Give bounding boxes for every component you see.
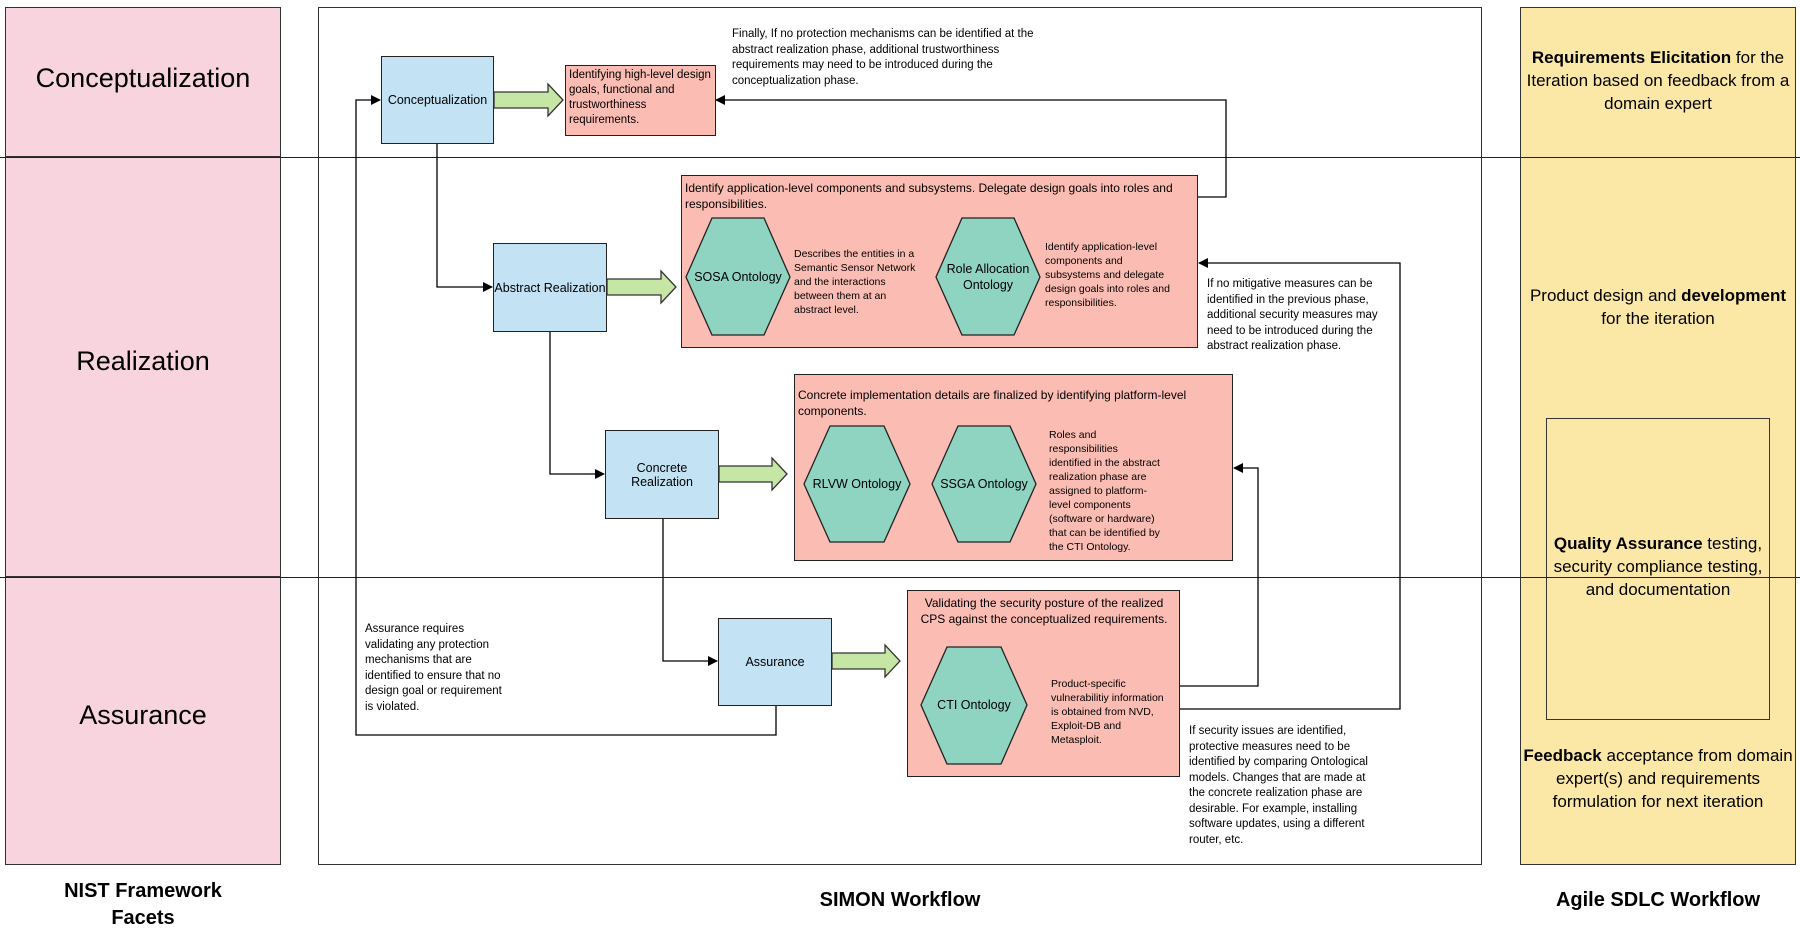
qa-frame — [1546, 418, 1770, 720]
ssga-ontology-label: SSGA Ontology — [940, 477, 1028, 491]
conceptualization-goals-box: Identifying high-level design goals, fun… — [565, 65, 716, 136]
cti-description: Product-specific vulnerabilitiy informat… — [1051, 678, 1164, 746]
agile-design-pre: Product design and — [1529, 286, 1682, 305]
step-conceptualization: Conceptualization — [381, 56, 494, 144]
agile-requirements-text: Requirements Elicitation for the Iterati… — [1522, 46, 1794, 115]
agile-column-panel — [1520, 7, 1796, 865]
flow-assurance-to-concrete — [1180, 463, 1259, 687]
step-concrete-realization: Concrete Realization — [605, 430, 719, 519]
agile-qa-text: Quality Assurance testing, security comp… — [1550, 532, 1766, 601]
simon-footer: SIMON Workflow — [819, 889, 981, 911]
note-security-issues: If security issues are identified, prote… — [1189, 725, 1368, 846]
abstract-header-text: Identify application-level components an… — [685, 181, 1173, 211]
assurance-header-text: Validating the security posture of the r… — [920, 596, 1168, 626]
phase-divider-bottom — [0, 577, 1800, 578]
arrow-assurance — [831, 643, 901, 679]
facet-conceptualization-panel: Conceptualization — [5, 7, 281, 157]
facet-conceptualization-label: Conceptualization — [35, 63, 251, 93]
role-allocation-ontology-label: Role Allocation Ontology — [946, 262, 1030, 292]
agile-qa-rest: testing, security compliance testing, an… — [1553, 534, 1763, 599]
agile-design-rest: for the iteration — [1601, 309, 1715, 328]
role-allocation-description: Identify application-level components an… — [1045, 241, 1170, 309]
note-mitigative: If no mitigative measures can be identif… — [1207, 278, 1378, 352]
note-assurance-requirements: Assurance requires validating any protec… — [365, 623, 502, 713]
sosa-description: Describes the entities in a Semantic Sen… — [794, 248, 916, 316]
agile-feedback-bold: Feedback — [1523, 746, 1602, 765]
facet-realization-panel: Realization — [5, 157, 281, 577]
concrete-description: Roles and responsibilities identified in… — [1049, 429, 1160, 553]
flow-concrete-to-assurance — [662, 519, 718, 666]
phase-divider-top — [0, 157, 1800, 158]
agile-footer: Agile SDLC Workflow — [1555, 889, 1761, 911]
flow-conceptualization-to-abstract — [436, 144, 493, 292]
agile-requirements-bold: Requirements Elicitation — [1531, 48, 1732, 67]
agile-feedback-text: Feedback acceptance from domain expert(s… — [1522, 744, 1794, 813]
agile-design-bold: development — [1681, 286, 1787, 305]
concrete-header-text: Concrete implementation details are fina… — [798, 388, 1187, 418]
facet-realization-label: Realization — [76, 346, 210, 376]
flow-abstract-to-concrete — [549, 332, 605, 479]
note-finally: Finally, If no protection mechanisms can… — [732, 28, 1034, 87]
rlvw-ontology-label: RLVW Ontology — [812, 477, 902, 491]
cti-ontology-label: CTI Ontology — [937, 698, 1011, 712]
facet-assurance-panel: Assurance — [5, 577, 281, 865]
agile-feedback-rest: acceptance from domain expert(s) and req… — [1552, 746, 1793, 811]
step-assurance: Assurance — [718, 618, 832, 706]
agile-qa-bold: Quality Assurance — [1553, 534, 1703, 553]
arrow-conceptualization — [493, 82, 564, 118]
nist-footer: NIST Framework Facets — [64, 880, 222, 929]
concrete-realization-box: Concrete implementation details are fina… — [794, 374, 1233, 561]
arrow-concrete — [718, 456, 788, 492]
arrow-abstract — [606, 269, 677, 305]
sosa-ontology-label: SOSA Ontology — [694, 270, 782, 284]
agile-design-text: Product design and development for the i… — [1522, 284, 1794, 330]
flow-assurance-loop-to-conceptualization — [355, 95, 777, 736]
facet-assurance-label: Assurance — [79, 700, 207, 730]
flow-assurance-to-abstract — [1180, 258, 1401, 710]
flow-abstract-feedback — [715, 95, 1227, 198]
agile-requirements-rest: for the Iteration based on feedback from… — [1526, 48, 1790, 113]
